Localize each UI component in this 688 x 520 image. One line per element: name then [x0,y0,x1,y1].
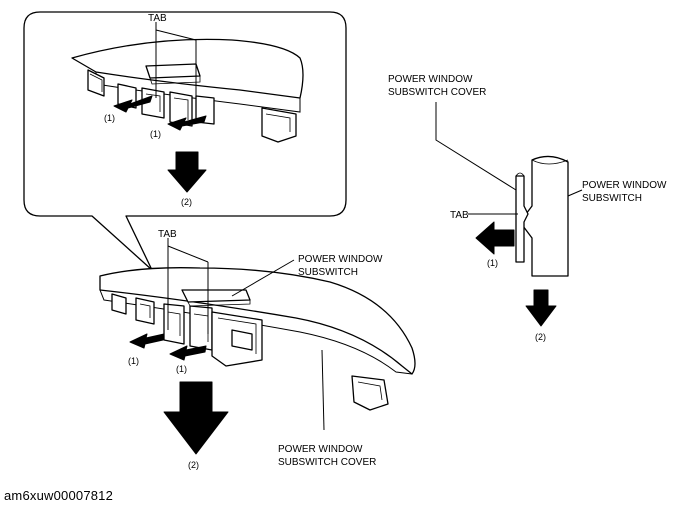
side-subswitch-label-2: SUBSWITCH [582,193,642,204]
detail-arrow-1b [167,115,207,131]
main-tab-label: TAB [158,229,177,240]
side-subswitch-label-1: POWER WINDOW [582,180,667,191]
side-tab-label: TAB [450,210,469,221]
detail-tab-label: TAB [148,13,167,24]
figure-id-caption: am6xuw00007812 [4,488,114,503]
side-cover-label-2: SUBSWITCH COVER [388,87,486,98]
main-subswitch-label-1: POWER WINDOW [298,254,383,265]
main-subswitch-label-2: SUBSWITCH [298,267,358,278]
main-cover-label-2: SUBSWITCH COVER [278,457,376,468]
main-arrow-2 [163,381,229,455]
detail-step1-label-a: (1) [104,113,115,123]
side-section [435,102,583,277]
side-arrow-2 [525,289,557,327]
detail-arrows [113,95,207,193]
main-arrow-1a [129,333,165,349]
main-step2-label: (2) [188,460,199,470]
main-step1-label-a: (1) [128,356,139,366]
side-step2-label: (2) [535,332,546,342]
side-arrows [475,221,557,327]
side-step1-label: (1) [487,258,498,268]
main-step1-label-b: (1) [176,364,187,374]
detail-arrow-2 [167,151,207,193]
main-cover-label-1: POWER WINDOW [278,444,363,455]
detail-cover [71,22,304,143]
detail-arrow-1a [113,95,153,113]
main-cover [99,238,416,431]
detail-step2-label: (2) [181,197,192,207]
main-arrow-1b [169,345,207,361]
side-arrow-1 [475,221,515,255]
detail-step1-label-b: (1) [150,129,161,139]
side-cover-label-1: POWER WINDOW [388,74,473,85]
main-arrows [129,333,229,455]
